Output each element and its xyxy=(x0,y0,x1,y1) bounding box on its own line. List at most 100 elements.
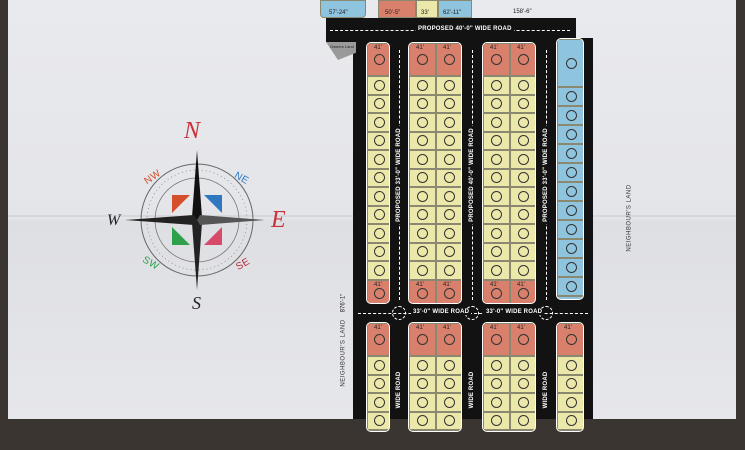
plot[interactable] xyxy=(483,205,510,224)
plot[interactable] xyxy=(409,356,436,375)
plot[interactable] xyxy=(557,201,583,220)
plot[interactable] xyxy=(483,168,510,187)
plot[interactable] xyxy=(436,393,461,412)
plot[interactable] xyxy=(510,411,535,430)
plot[interactable] xyxy=(510,76,535,95)
plot[interactable] xyxy=(510,94,535,113)
plot[interactable]: 41' xyxy=(483,279,510,303)
plot[interactable]: 41' xyxy=(367,43,389,76)
plot[interactable] xyxy=(436,374,461,393)
plot[interactable] xyxy=(510,261,535,280)
plot[interactable]: 41' xyxy=(557,323,583,356)
plot[interactable] xyxy=(483,131,510,150)
plot[interactable] xyxy=(409,131,436,150)
plot[interactable] xyxy=(483,187,510,206)
plot[interactable] xyxy=(483,430,510,431)
plot[interactable] xyxy=(367,393,389,412)
plot[interactable] xyxy=(483,94,510,113)
plot[interactable] xyxy=(367,94,389,113)
plot[interactable]: 41' xyxy=(409,279,436,303)
plot[interactable] xyxy=(483,393,510,412)
plot[interactable] xyxy=(436,113,461,132)
plot[interactable] xyxy=(510,113,535,132)
plot[interactable] xyxy=(436,150,461,169)
top-plot[interactable]: 33' xyxy=(416,0,438,18)
plot[interactable] xyxy=(483,242,510,261)
plot[interactable]: 41' xyxy=(483,323,510,356)
plot[interactable] xyxy=(436,224,461,243)
plot[interactable] xyxy=(367,374,389,393)
plot[interactable] xyxy=(436,168,461,187)
plot[interactable] xyxy=(557,106,583,125)
plot[interactable] xyxy=(409,113,436,132)
plot[interactable] xyxy=(483,150,510,169)
plot[interactable] xyxy=(409,224,436,243)
plot[interactable] xyxy=(483,374,510,393)
plot[interactable] xyxy=(483,76,510,95)
plot[interactable] xyxy=(510,131,535,150)
plot[interactable] xyxy=(367,76,389,95)
plot[interactable] xyxy=(557,258,583,277)
plot[interactable] xyxy=(510,374,535,393)
plot[interactable]: 41' xyxy=(409,43,436,76)
plot[interactable] xyxy=(436,187,461,206)
plot[interactable] xyxy=(367,205,389,224)
plot[interactable]: 41' xyxy=(436,279,461,303)
plot[interactable] xyxy=(557,239,583,258)
top-plot[interactable]: 50'-5" xyxy=(378,0,416,18)
road-network[interactable] xyxy=(353,38,593,419)
plot[interactable] xyxy=(436,411,461,430)
plot[interactable] xyxy=(557,356,583,375)
plot[interactable] xyxy=(510,168,535,187)
plot[interactable]: 41' xyxy=(436,43,461,76)
plot[interactable] xyxy=(557,163,583,182)
plot[interactable] xyxy=(557,411,583,430)
plot[interactable] xyxy=(367,187,389,206)
plot[interactable] xyxy=(510,393,535,412)
plot[interactable] xyxy=(557,182,583,201)
plot[interactable] xyxy=(510,356,535,375)
plot[interactable] xyxy=(367,430,389,431)
plot[interactable] xyxy=(557,39,583,87)
plot[interactable] xyxy=(409,187,436,206)
plot[interactable] xyxy=(367,113,389,132)
plot[interactable] xyxy=(367,168,389,187)
plot[interactable] xyxy=(409,168,436,187)
plot[interactable] xyxy=(510,242,535,261)
plot[interactable] xyxy=(409,261,436,280)
plot[interactable] xyxy=(409,205,436,224)
plot[interactable] xyxy=(510,150,535,169)
plot[interactable] xyxy=(557,277,583,296)
plot[interactable] xyxy=(409,94,436,113)
top-plot[interactable]: 62'-11" xyxy=(438,0,472,18)
plot[interactable] xyxy=(367,224,389,243)
plot[interactable] xyxy=(510,187,535,206)
plot[interactable] xyxy=(367,131,389,150)
plot[interactable]: 41' xyxy=(510,279,535,303)
plot[interactable] xyxy=(557,144,583,163)
plot[interactable] xyxy=(557,393,583,412)
plot[interactable]: 41' xyxy=(409,323,436,356)
plot[interactable] xyxy=(557,430,583,431)
plot[interactable] xyxy=(483,224,510,243)
plot[interactable] xyxy=(436,131,461,150)
plot[interactable] xyxy=(557,125,583,144)
plot[interactable] xyxy=(557,374,583,393)
plot[interactable] xyxy=(367,242,389,261)
plot[interactable] xyxy=(510,224,535,243)
plot[interactable] xyxy=(367,150,389,169)
plot[interactable] xyxy=(483,113,510,132)
plot[interactable] xyxy=(557,220,583,239)
plot[interactable] xyxy=(557,296,583,299)
plot[interactable] xyxy=(367,261,389,280)
plot[interactable] xyxy=(409,150,436,169)
plot[interactable]: 41' xyxy=(510,323,535,356)
plot[interactable] xyxy=(436,94,461,113)
plot[interactable] xyxy=(510,430,535,431)
plot[interactable] xyxy=(367,411,389,430)
plot[interactable] xyxy=(483,356,510,375)
plot[interactable] xyxy=(436,76,461,95)
plot[interactable] xyxy=(436,430,461,431)
plot[interactable] xyxy=(483,261,510,280)
plot[interactable] xyxy=(557,87,583,106)
